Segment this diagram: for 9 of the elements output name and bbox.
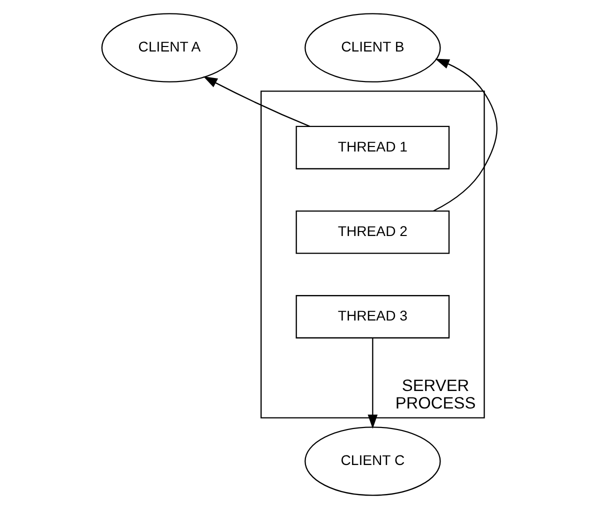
node-box: THREAD 3	[295, 294, 450, 338]
arrow	[202, 76, 310, 126]
node-box: THREAD 1	[295, 125, 450, 169]
node-ellipse: CLIENT C	[304, 426, 440, 496]
node-box: THREAD 2	[295, 210, 450, 254]
arrow	[367, 338, 378, 428]
node-ellipse: CLIENT A	[100, 12, 238, 82]
arrow	[432, 58, 497, 212]
node-ellipse: CLIENT B	[304, 12, 440, 82]
